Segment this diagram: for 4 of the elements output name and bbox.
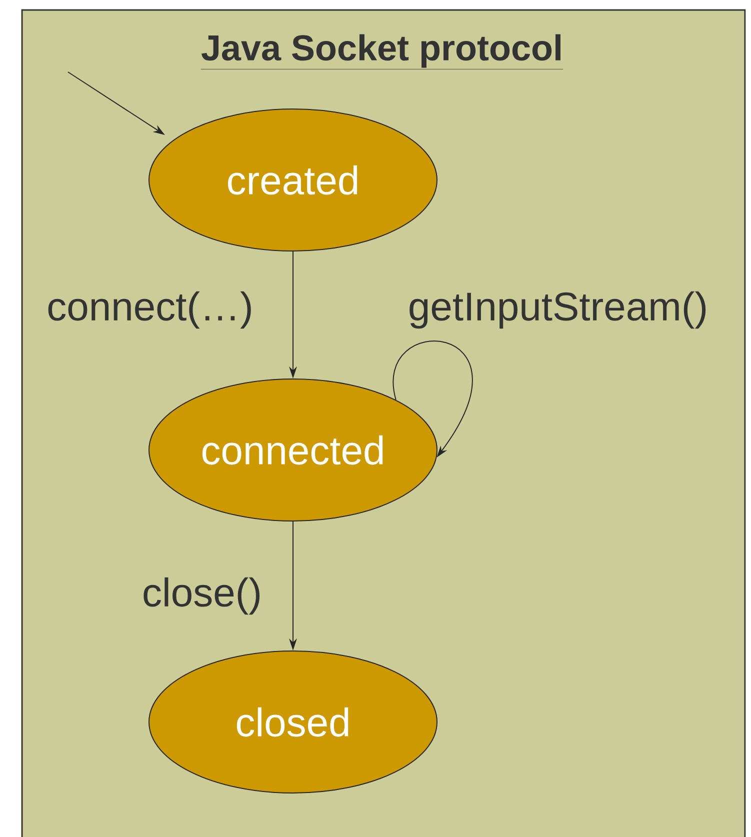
edge-label: getInputStream() (410, 291, 706, 329)
edge-label: close() (144, 577, 260, 615)
edge-label: connect(…) (48, 291, 251, 329)
title: Java Socket protocol (200, 34, 564, 70)
